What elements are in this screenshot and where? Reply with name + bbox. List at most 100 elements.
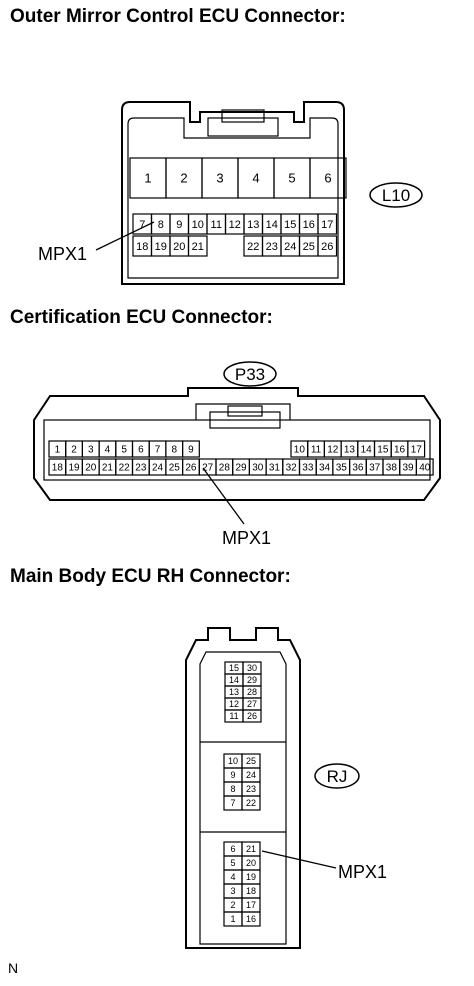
pin-label: 12 [229, 699, 239, 709]
pin-label: 17 [321, 219, 333, 231]
pin-label: 2 [71, 445, 77, 456]
pin-label: 9 [188, 445, 194, 456]
pin-label: 5 [121, 445, 127, 456]
pin-label: 7 [139, 219, 145, 231]
pin-label: 22 [246, 798, 256, 808]
pin-label: 30 [252, 463, 264, 474]
pin-cell [407, 440, 426, 458]
pin-label: 8 [171, 445, 177, 456]
pin-label: 26 [321, 241, 333, 253]
section-title-certification: Certification ECU Connector: [10, 307, 273, 328]
pin-label: 1 [230, 914, 235, 924]
pin-label: 16 [394, 445, 406, 456]
pin-label: 3 [230, 886, 235, 896]
mpx1-leader-1 [95, 221, 155, 251]
pin-cell [415, 458, 434, 476]
section-title-main-body: Main Body ECU RH Connector: [10, 566, 291, 587]
pin-label: 38 [386, 463, 398, 474]
pin-label: 5 [288, 171, 295, 186]
pin-cell [182, 440, 200, 458]
pin-label: 32 [286, 463, 298, 474]
pin-label: 11 [311, 445, 322, 456]
pin-label: 19 [68, 463, 80, 474]
pin-label: 14 [266, 219, 278, 231]
pin-label: 6 [324, 171, 331, 186]
mpx1-label-outer-mirror: MPX1 [38, 244, 88, 264]
pin-label: 22 [247, 241, 259, 253]
pin-label: 9 [230, 770, 235, 780]
pin-label: 20 [85, 463, 97, 474]
pin-label: 1 [55, 445, 61, 456]
pin-label: 27 [202, 463, 214, 474]
pin-label: 12 [327, 445, 339, 456]
pin-label: 2 [230, 900, 235, 910]
pin-label: 16 [246, 914, 256, 924]
pin-label: 4 [105, 445, 111, 456]
pin-label: 17 [246, 900, 256, 910]
pin-label: 13 [229, 687, 239, 697]
pin-label: 20 [246, 858, 256, 868]
pin-label: 24 [152, 463, 164, 474]
mpx1-leader-3 [261, 850, 337, 869]
pin-label: 22 [119, 463, 131, 474]
code-p33-badge: P33 [223, 361, 277, 387]
pin-label: 8 [158, 219, 164, 231]
pin-label: 7 [230, 798, 235, 808]
pin-label: 19 [246, 872, 256, 882]
pin-label: 18 [246, 886, 256, 896]
pin-label: 19 [155, 241, 167, 253]
pin-label: 3 [216, 171, 223, 186]
mpx1-leader-2 [202, 467, 245, 525]
pin-label: 40 [419, 463, 431, 474]
pin-label: 8 [230, 784, 235, 794]
pin-label: 15 [284, 219, 296, 231]
pin-label: 18 [52, 463, 64, 474]
pin-label: 6 [230, 844, 235, 854]
pin-label: 21 [192, 241, 204, 253]
pin-label: 10 [294, 445, 306, 456]
pin-label: 17 [411, 445, 423, 456]
pin-cell [309, 157, 347, 199]
pin-label: 23 [135, 463, 147, 474]
pin-label: 35 [336, 463, 348, 474]
pin-label: 21 [246, 844, 256, 854]
pin-label: 18 [136, 241, 148, 253]
code-l10: L10 [382, 186, 410, 205]
pin-label: 14 [229, 675, 239, 685]
pin-label: 13 [344, 445, 356, 456]
pin-label: 25 [303, 241, 315, 253]
pin-label: 5 [230, 858, 235, 868]
footer-code: N [8, 960, 19, 976]
section-title-outer-mirror: Outer Mirror Control ECU Connector: [10, 6, 346, 27]
pin-cell [187, 235, 208, 257]
mpx1-label-certification: MPX1 [222, 528, 272, 548]
pin-label: 23 [246, 784, 256, 794]
main-body-connector-housing [185, 627, 301, 949]
pin-label: 24 [284, 241, 296, 253]
pin-label: 10 [192, 219, 204, 231]
pin-label: 25 [169, 463, 181, 474]
pin-label: 2 [180, 171, 187, 186]
pin-label: 14 [361, 445, 373, 456]
mpx1-label-main-body: MPX1 [338, 862, 388, 882]
certification-connector-housing [33, 387, 441, 501]
pin-label: 28 [247, 687, 257, 697]
pin-label: 13 [247, 219, 259, 231]
pin-cell [241, 911, 261, 927]
pin-label: 27 [247, 699, 257, 709]
pin-label: 39 [402, 463, 414, 474]
code-p33: P33 [235, 365, 265, 384]
pin-label: 4 [230, 872, 235, 882]
pin-label: 12 [229, 219, 241, 231]
pin-cell [317, 213, 338, 235]
pin-label: 9 [176, 219, 182, 231]
outer-mirror-connector-housing [121, 101, 345, 285]
pin-label: 26 [247, 711, 257, 721]
pin-label: 37 [369, 463, 381, 474]
pin-label: 4 [252, 171, 259, 186]
pin-label: 24 [246, 770, 256, 780]
pin-label: 1 [144, 171, 151, 186]
